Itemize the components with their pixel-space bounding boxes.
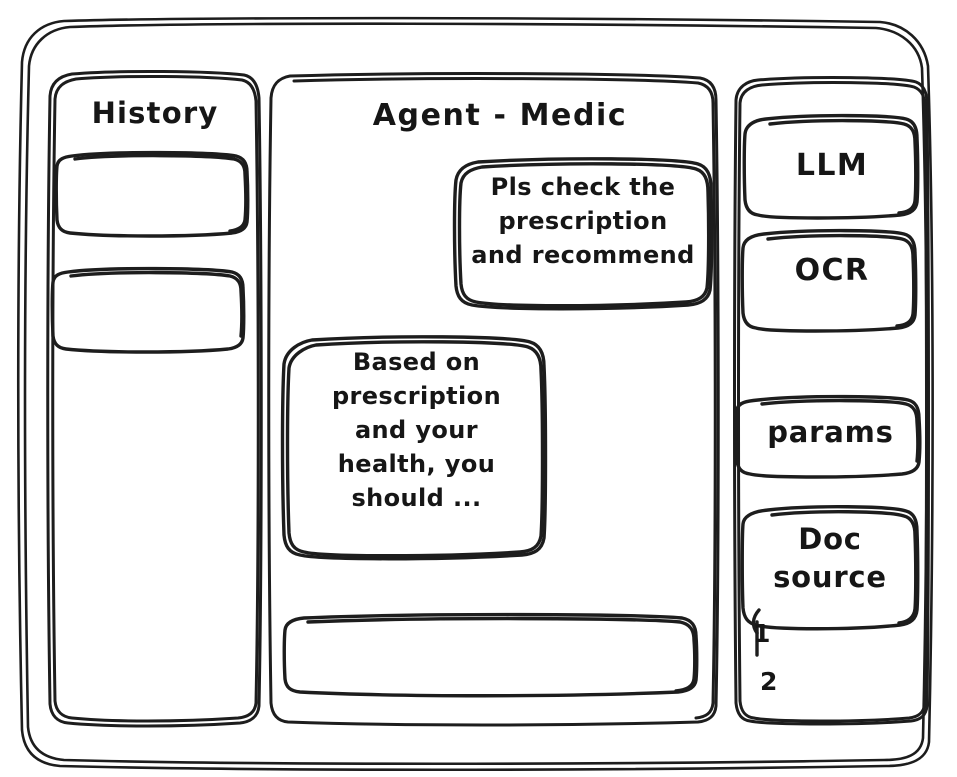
user-message-text: Pls check the prescription and recommend (471, 173, 695, 270)
tool-button-llm-label: LLM (795, 148, 869, 183)
tool-button-ocr[interactable] (742, 229, 917, 333)
tool-button-doc-source-label: Doc source (773, 522, 887, 594)
tool-button-params-label: params (767, 415, 894, 449)
agent-message-bubble[interactable] (283, 338, 545, 558)
doc-source-item-1[interactable]: 1 (753, 619, 771, 648)
tool-button-params[interactable] (736, 395, 921, 479)
agent-message-text: Based on prescription and your health, y… (331, 348, 502, 513)
history-item-1[interactable] (56, 151, 248, 234)
doc-source-item-2[interactable]: 2 (760, 667, 778, 696)
message-input[interactable] (284, 616, 698, 694)
history-item-2[interactable] (52, 267, 244, 350)
tool-button-doc-source[interactable] (742, 505, 919, 631)
agent-panel-title: Agent - Medic (372, 98, 628, 133)
user-message-bubble[interactable] (455, 160, 712, 307)
history-panel-title: History (91, 96, 219, 130)
tool-button-llm[interactable] (744, 114, 919, 220)
tool-button-ocr-label: OCR (794, 253, 870, 288)
